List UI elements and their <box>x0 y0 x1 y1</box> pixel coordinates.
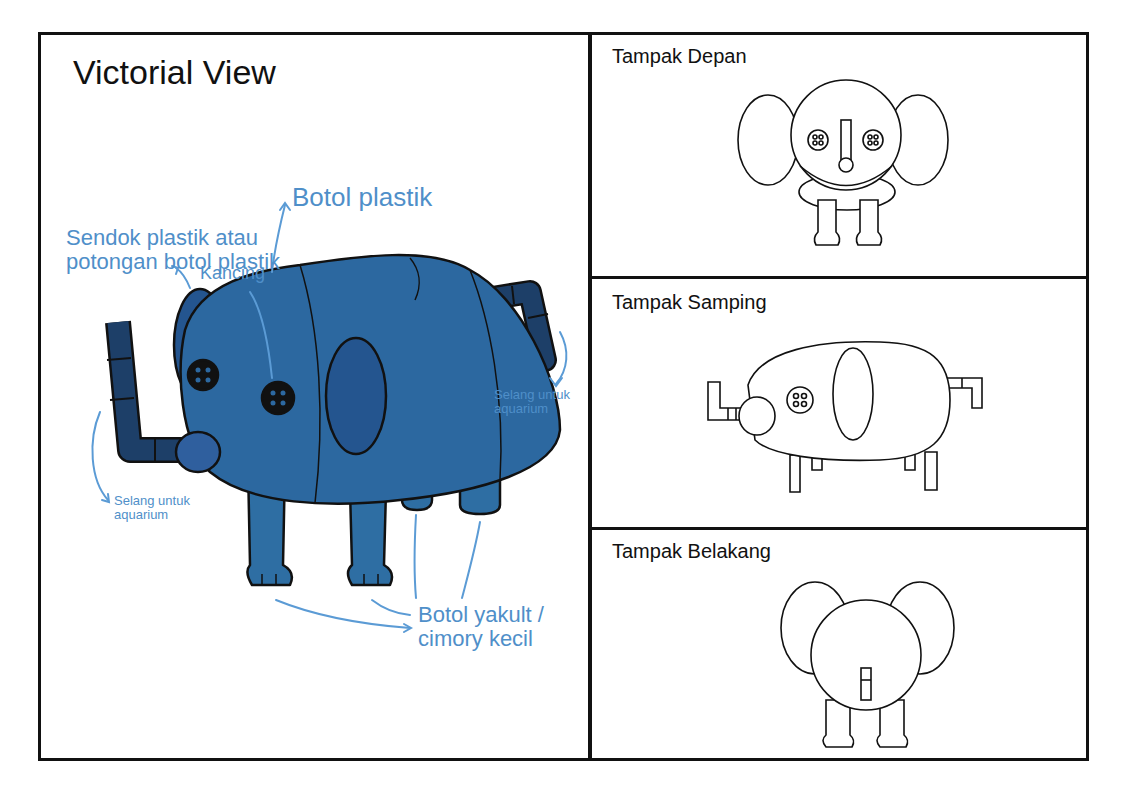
part-label: Botol plastik <box>292 183 462 211</box>
hose-ring <box>528 314 548 318</box>
bottle-seam <box>300 265 320 503</box>
button-hole <box>271 391 276 396</box>
bottle-seam <box>410 258 419 300</box>
button-hole <box>196 378 201 383</box>
button-hole <box>868 141 872 145</box>
view-panel: Tampak Samping <box>589 276 1089 530</box>
snout <box>739 397 775 435</box>
hose-ring <box>961 378 963 388</box>
button-hole <box>819 141 823 145</box>
part-label: Selang untuk aquarium <box>494 388 580 416</box>
leg <box>856 200 881 245</box>
view-panel: Tampak Belakang <box>589 527 1089 761</box>
button-hole <box>802 402 807 407</box>
panel-heading: Victorial View <box>73 53 556 92</box>
button-hole <box>206 368 211 373</box>
panel-heading: Tampak Belakang <box>612 540 1066 563</box>
hose-ring <box>861 679 871 681</box>
button-hole <box>813 135 817 139</box>
toe <box>377 574 379 585</box>
head <box>791 80 901 190</box>
button-hole <box>874 135 878 139</box>
elephant-colored <box>107 255 560 585</box>
trunk-hose <box>118 322 185 450</box>
body-bottle <box>181 255 560 504</box>
view-panel: Tampak Depan <box>589 32 1089 279</box>
button-hole <box>819 135 823 139</box>
bottle-seam <box>470 270 501 480</box>
hose-ring <box>110 398 134 400</box>
hose-ring <box>735 408 737 420</box>
leader-line <box>250 292 272 378</box>
leader-line <box>102 494 109 502</box>
part-label: Botol yakult / cimory kecil <box>418 603 578 651</box>
button-eye <box>262 382 294 414</box>
trunk-tip <box>839 158 853 172</box>
eye <box>787 387 813 413</box>
button-hole <box>868 135 872 139</box>
leg <box>925 452 937 490</box>
tail <box>861 668 871 700</box>
leg <box>790 455 800 492</box>
leader-line <box>404 624 411 632</box>
leader-line <box>415 515 417 598</box>
trunk <box>841 120 851 160</box>
back-view-drawing <box>781 582 954 747</box>
leader-line <box>280 203 290 210</box>
part-label: Kancing <box>200 264 290 283</box>
ear <box>738 95 798 185</box>
button-hole <box>206 378 211 383</box>
hose-ring <box>727 408 729 420</box>
button-hole <box>813 141 817 145</box>
button-eye <box>188 360 218 390</box>
ear-spoon <box>326 338 386 454</box>
button-hole <box>281 391 286 396</box>
button-hole <box>874 141 878 145</box>
eye <box>808 130 828 150</box>
leader-line <box>372 600 410 615</box>
button-hole <box>794 402 799 407</box>
trunk-hose-fill <box>118 322 185 450</box>
panel-heading: Tampak Samping <box>612 291 1066 314</box>
panel-heading: Tampak Depan <box>612 45 1066 68</box>
button-hole <box>196 368 201 373</box>
hose-ring <box>107 358 131 360</box>
leader-line <box>462 522 480 598</box>
front-view-drawing <box>738 80 948 245</box>
leg <box>814 200 839 245</box>
body <box>748 342 950 461</box>
snout <box>176 432 220 472</box>
ear <box>833 348 873 440</box>
part-label: Selang untuk aquarium <box>114 494 204 522</box>
leader-line <box>550 378 562 386</box>
leader-line <box>276 600 410 628</box>
leader-line <box>92 412 108 500</box>
leader-line <box>556 332 566 384</box>
button-hole <box>794 394 799 399</box>
button-hole <box>281 401 286 406</box>
hose-ring <box>154 438 156 462</box>
eye <box>863 130 883 150</box>
toe <box>363 574 365 585</box>
toe <box>275 574 277 585</box>
side-view-drawing <box>708 342 982 492</box>
toe <box>261 574 263 585</box>
hose-ring <box>512 286 514 304</box>
button-hole <box>802 394 807 399</box>
body <box>811 600 921 710</box>
button-hole <box>271 401 276 406</box>
